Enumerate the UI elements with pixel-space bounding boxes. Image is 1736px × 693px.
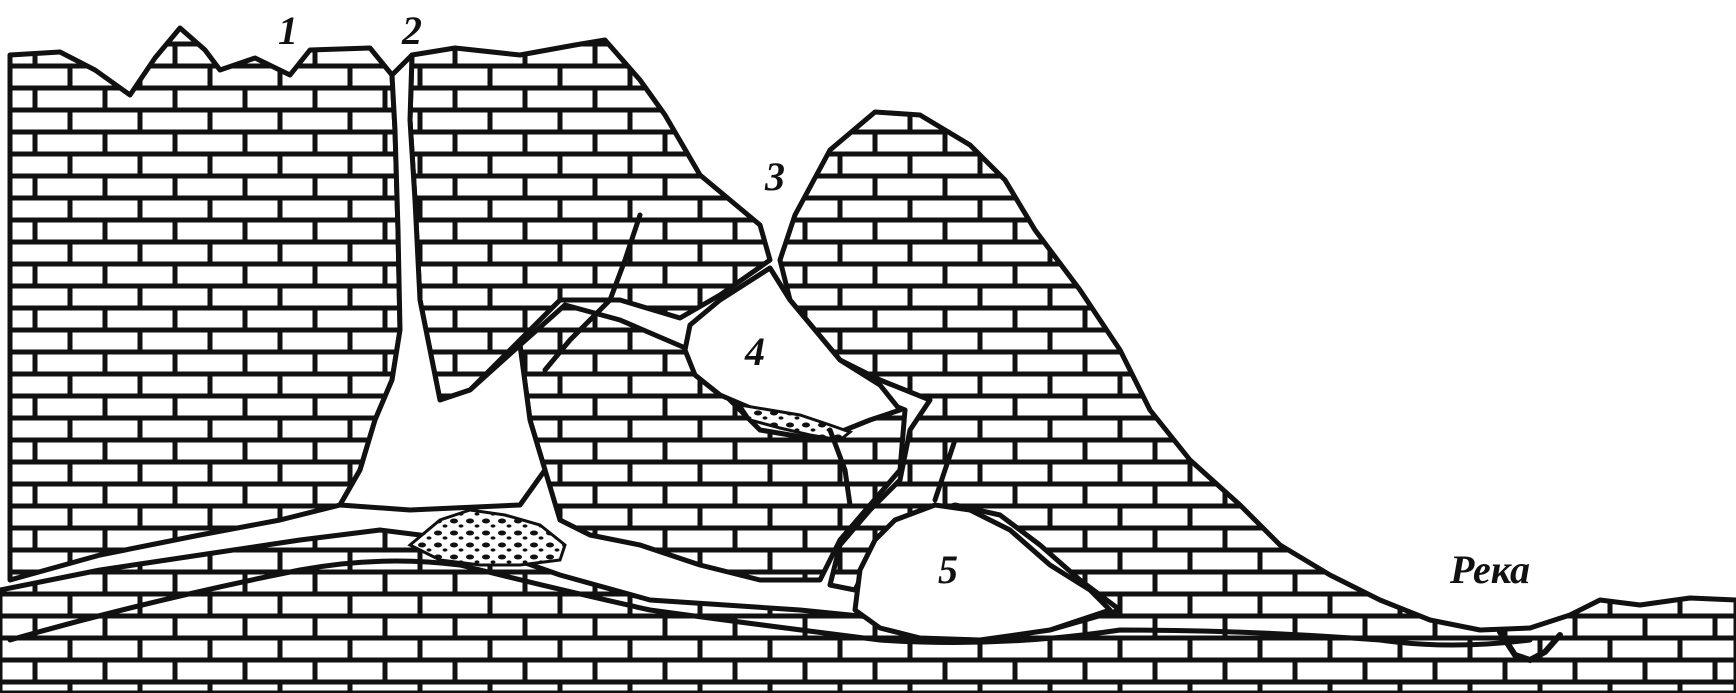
rock-block-left [10, 28, 400, 580]
label-2: 2 [401, 8, 422, 53]
collapse-debris [410, 510, 565, 565]
label-3: 3 [764, 154, 785, 199]
label-4: 4 [744, 329, 765, 374]
label-5: 5 [938, 547, 958, 592]
label-1: 1 [278, 8, 298, 53]
label-river: Река [1449, 547, 1530, 592]
